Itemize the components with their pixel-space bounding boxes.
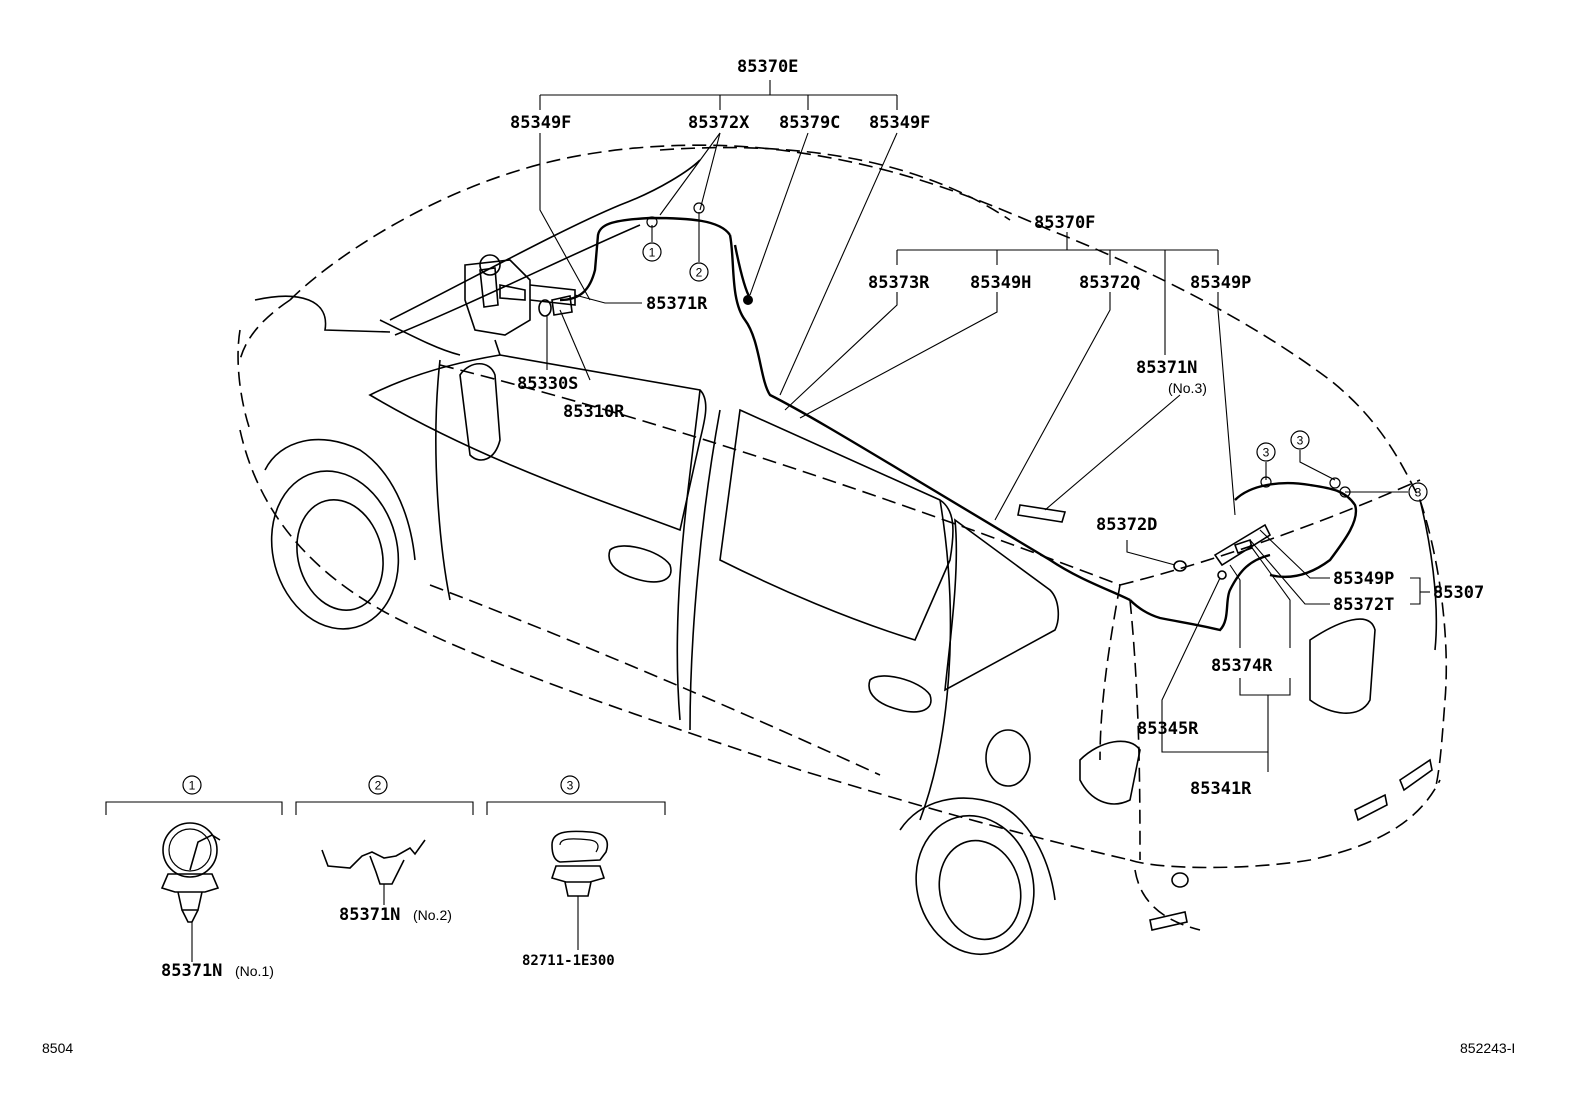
label-85372Q: 85372Q bbox=[1079, 273, 1140, 293]
callout-1-front: 1 bbox=[642, 242, 662, 262]
label-85349P-top: 85349P bbox=[1190, 273, 1251, 293]
label-85371N-no3: 85371N bbox=[1136, 358, 1197, 378]
leader-lines bbox=[539, 80, 1430, 772]
svg-text:3: 3 bbox=[1415, 486, 1422, 500]
detail-panel-2: 2 85371N (No.2) bbox=[295, 775, 474, 925]
svg-text:1: 1 bbox=[649, 246, 656, 260]
detail-panels: 1 85371N (No.1) 2 85371N (No.2) bbox=[105, 775, 666, 981]
detail-panel-1: 1 85371N (No.1) bbox=[105, 775, 283, 981]
svg-text:2: 2 bbox=[375, 779, 382, 793]
label-85370F: 85370F bbox=[1034, 213, 1095, 233]
footer-right-code: 852243-I bbox=[1460, 1040, 1515, 1056]
callout-3-rear-c: 3 bbox=[1408, 482, 1428, 502]
callout-markers: 1 2 3 3 3 bbox=[642, 242, 1428, 502]
label-85371R: 85371R bbox=[646, 294, 708, 314]
callout-3-rear-b: 3 bbox=[1290, 430, 1310, 450]
footer: 8504 852243-I bbox=[42, 1040, 1515, 1056]
label-85349P-right: 85349P bbox=[1333, 569, 1394, 589]
label-85307: 85307 bbox=[1433, 583, 1484, 603]
svg-text:2: 2 bbox=[696, 266, 703, 280]
detail-1-part: 85371N bbox=[161, 961, 222, 981]
label-85372X: 85372X bbox=[688, 113, 750, 133]
label-85349F-left: 85349F bbox=[510, 113, 571, 133]
detail-3-part: 82711-1E300 bbox=[522, 953, 615, 969]
car-body-detail bbox=[254, 159, 1438, 956]
label-85370E: 85370E bbox=[737, 57, 798, 77]
hose-clamps bbox=[646, 202, 1351, 498]
label-85345R: 85345R bbox=[1137, 719, 1199, 739]
detail-2-suffix: (No.2) bbox=[413, 907, 452, 923]
label-85374R: 85374R bbox=[1211, 656, 1273, 676]
detail-1-suffix: (No.1) bbox=[235, 963, 274, 979]
svg-text:1: 1 bbox=[189, 779, 196, 793]
label-85372D: 85372D bbox=[1096, 515, 1157, 535]
label-85373R: 85373R bbox=[868, 273, 930, 293]
label-85349F-right: 85349F bbox=[869, 113, 930, 133]
detail-panel-3: 3 82711-1E300 bbox=[486, 775, 666, 969]
label-85372T: 85372T bbox=[1333, 595, 1394, 615]
label-85379C: 85379C bbox=[779, 113, 840, 133]
footer-left-code: 8504 bbox=[42, 1040, 73, 1056]
svg-text:3: 3 bbox=[1297, 434, 1304, 448]
washer-reservoir-assembly bbox=[464, 254, 576, 356]
label-85341R: 85341R bbox=[1190, 779, 1252, 799]
svg-text:3: 3 bbox=[1263, 446, 1270, 460]
label-no3-suffix: (No.3) bbox=[1168, 380, 1207, 396]
detail-2-part: 85371N bbox=[339, 905, 400, 925]
svg-text:3: 3 bbox=[567, 779, 574, 793]
car-body-outline bbox=[237, 144, 1448, 931]
label-85349H: 85349H bbox=[970, 273, 1031, 293]
label-85330S: 85330S bbox=[517, 374, 578, 394]
callout-2-front: 2 bbox=[689, 262, 709, 282]
callout-3-rear-a: 3 bbox=[1256, 442, 1276, 462]
label-85310R: 85310R bbox=[563, 402, 625, 422]
part-labels: 85370E 85349F 85372X 85379C 85349F 85371… bbox=[510, 57, 1484, 799]
